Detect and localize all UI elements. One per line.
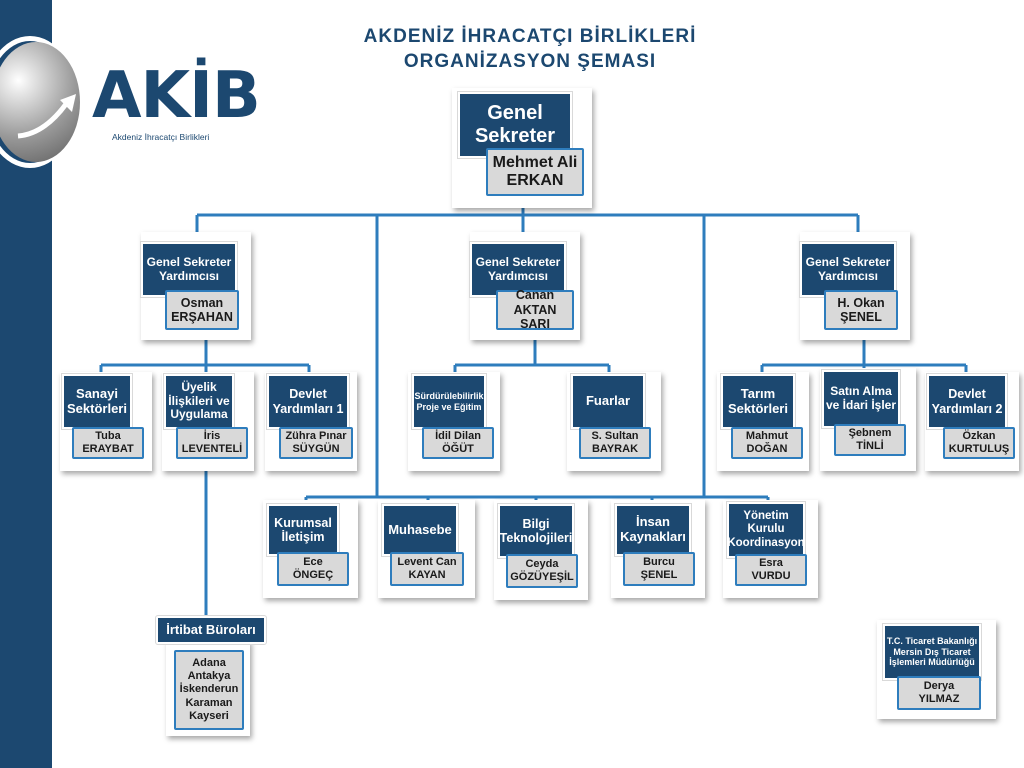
node-person-name: Şebnem TİNLİ: [834, 424, 906, 456]
node-person-name: Zühra Pınar SÜYGÜN: [279, 427, 353, 459]
org-node-deputy: Genel Sekreter Yardımcısı H. Okan ŞENEL: [799, 232, 910, 340]
org-node-unit: Devlet Yardımları 2 Özkan KURTULUŞ: [925, 372, 1019, 471]
node-person-name: Osman ERŞAHAN: [165, 290, 239, 330]
org-node-unit: İnsan Kaynakları Burcu ŞENEL: [611, 500, 705, 598]
node-title: Sürdürülebilirlik Proje ve Eğitim: [411, 373, 487, 430]
node-title: Muhasebe: [381, 503, 459, 557]
liaison-offices-card: Adana Antakya İskenderun Karaman Kayseri: [166, 640, 250, 736]
node-title: Üyelik İlişkileri ve Uygulama: [163, 373, 235, 430]
node-person-name: Esra VURDU: [735, 554, 807, 586]
chart-title: AKDENİZ İHRACATÇI BİRLİKLERİ ORGANİZASYO…: [340, 24, 720, 74]
logo-subtitle: Akdeniz İhracatçı Birlikleri: [112, 132, 210, 142]
org-node-unit: Bilgi Teknolojileri Ceyda GÖZÜYEŞİL: [494, 500, 588, 600]
node-title: Sanayi Sektörleri: [61, 373, 133, 430]
node-person-name: Levent Can KAYAN: [390, 552, 464, 586]
node-person-name: Tuba ERAYBAT: [72, 427, 144, 459]
node-person-name: Burcu ŞENEL: [623, 552, 695, 586]
title-line-1: AKDENİZ İHRACATÇI BİRLİKLERİ: [363, 26, 697, 47]
org-node-unit: Devlet Yardımları 1 Zühra Pınar SÜYGÜN: [265, 372, 357, 471]
title-line-2: ORGANİZASYON ŞEMASI: [403, 51, 657, 72]
org-node-unit: Muhasebe Levent Can KAYAN: [378, 500, 475, 598]
node-person-name: Özkan KURTULUŞ: [943, 427, 1015, 459]
org-node-unit: Üyelik İlişkileri ve Uygulama İris LEVEN…: [162, 372, 254, 471]
liaison-office-list: Adana Antakya İskenderun Karaman Kayseri: [174, 650, 244, 730]
node-title: Yönetim Kurulu Koordinasyon: [726, 501, 806, 559]
liaison-offices-title: İrtibat Büroları: [155, 615, 267, 645]
node-person-name: H. Okan ŞENEL: [824, 290, 898, 330]
org-node-genel-sekreter: Genel Sekreter Mehmet Ali ERKAN: [452, 88, 592, 208]
logo-arrow-icon: [17, 94, 76, 139]
org-node-unit: Sürdürülebilirlik Proje ve Eğitim İdil D…: [408, 372, 500, 471]
node-title: Bilgi Teknolojileri: [497, 503, 575, 559]
node-title: Genel Sekreter: [457, 91, 573, 159]
node-title: Fuarlar: [570, 373, 646, 430]
org-node-unit: Yönetim Kurulu Koordinasyon Esra VURDU: [723, 500, 818, 598]
org-node-unit: Sanayi Sektörleri Tuba ERAYBAT: [60, 372, 152, 471]
org-node-deputy: Genel Sekreter Yardımcısı Osman ERŞAHAN: [140, 232, 251, 340]
node-title: Satın Alma ve İdari İşler: [821, 369, 901, 429]
logo-wordmark: AKİB: [92, 59, 261, 133]
org-node-ministry: T.C. Ticaret Bakanlığı Mersin Dış Ticare…: [877, 620, 996, 719]
org-node-unit: Tarım Sektörleri Mahmut DOĞAN: [717, 372, 809, 471]
node-person-name: İdil Dilan ÖĞÜT: [422, 427, 494, 459]
node-title: Devlet Yardımları 2: [926, 373, 1008, 430]
node-title: Tarım Sektörleri: [720, 373, 796, 430]
node-title: T.C. Ticaret Bakanlığı Mersin Dış Ticare…: [882, 623, 982, 681]
node-person-name: İris LEVENTELİ: [176, 427, 248, 459]
node-title: Genel Sekreter Yardımcısı: [799, 241, 897, 298]
org-node-deputy: Genel Sekreter Yardımcısı Canan AKTAN SA…: [469, 232, 580, 340]
org-node-unit: Satın Alma ve İdari İşler Şebnem TİNLİ: [820, 368, 916, 471]
node-title: Devlet Yardımları 1: [266, 373, 350, 430]
node-person-name: Ece ÖNGEÇ: [277, 552, 349, 586]
node-title: Genel Sekreter Yardımcısı: [469, 241, 567, 298]
node-title: İnsan Kaynakları: [614, 503, 692, 557]
node-person-name: Mahmut DOĞAN: [731, 427, 803, 459]
node-person-name: Ceyda GÖZÜYEŞİL: [506, 554, 578, 588]
node-title: Kurumsal İletişim: [266, 503, 340, 557]
org-node-unit: Fuarlar S. Sultan BAYRAK: [567, 372, 661, 471]
node-person-name: Canan AKTAN SARI: [496, 288, 574, 331]
node-person-name: S. Sultan BAYRAK: [579, 427, 651, 459]
node-person-name: Derya YILMAZ: [897, 676, 981, 710]
node-title: Genel Sekreter Yardımcısı: [140, 241, 238, 298]
org-node-unit: Kurumsal İletişim Ece ÖNGEÇ: [263, 500, 358, 598]
node-person-name: Mehmet Ali ERKAN: [486, 148, 584, 196]
